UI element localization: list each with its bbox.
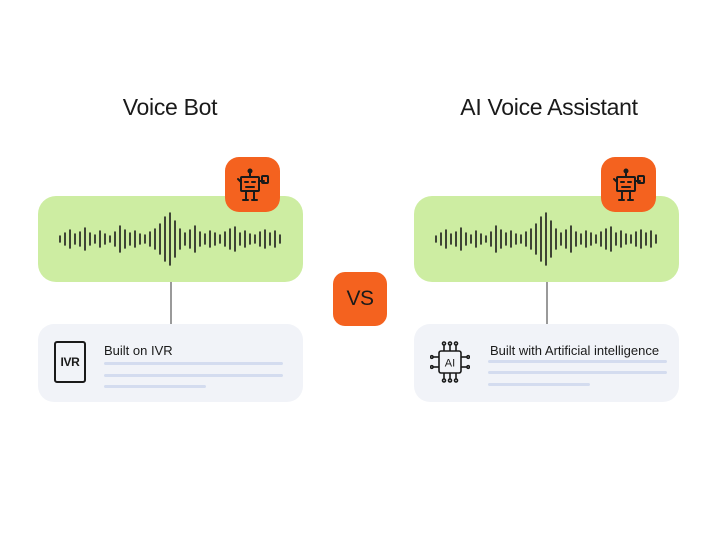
ai-assistant-info-card: AI Built with Artificial intelligence bbox=[414, 324, 679, 402]
voice-bot-connector-line bbox=[170, 282, 172, 324]
vs-badge: VS bbox=[333, 272, 387, 326]
robot-icon bbox=[612, 168, 645, 201]
ai-assistant-connector-line bbox=[546, 282, 548, 324]
placeholder-line bbox=[488, 371, 667, 374]
placeholder-line bbox=[104, 385, 206, 388]
ivr-document-icon: IVR bbox=[54, 341, 86, 383]
placeholder-line bbox=[488, 360, 667, 363]
robot-icon bbox=[236, 168, 269, 201]
ai-assistant-robot-badge bbox=[601, 157, 656, 212]
placeholder-line bbox=[488, 383, 590, 386]
voice-bot-robot-badge bbox=[225, 157, 280, 212]
placeholder-line bbox=[104, 374, 283, 377]
voice-bot-info-label: Built on IVR bbox=[104, 343, 173, 358]
voice-bot-info-card: IVR Built on IVR bbox=[38, 324, 303, 402]
voice-bot-title: Voice Bot bbox=[122, 94, 218, 120]
ai-chip-icon-text: AI bbox=[445, 358, 455, 370]
ai-assistant-info-label: Built with Artificial intelligence bbox=[490, 343, 660, 358]
ai-chip-icon: AI bbox=[430, 341, 470, 383]
sound-waveform-icon bbox=[59, 212, 281, 266]
ivr-icon-text: IVR bbox=[60, 355, 80, 369]
sound-waveform-icon bbox=[435, 212, 657, 266]
placeholder-line bbox=[104, 362, 283, 365]
ai-voice-assistant-title: AI Voice Assistant bbox=[460, 94, 638, 120]
